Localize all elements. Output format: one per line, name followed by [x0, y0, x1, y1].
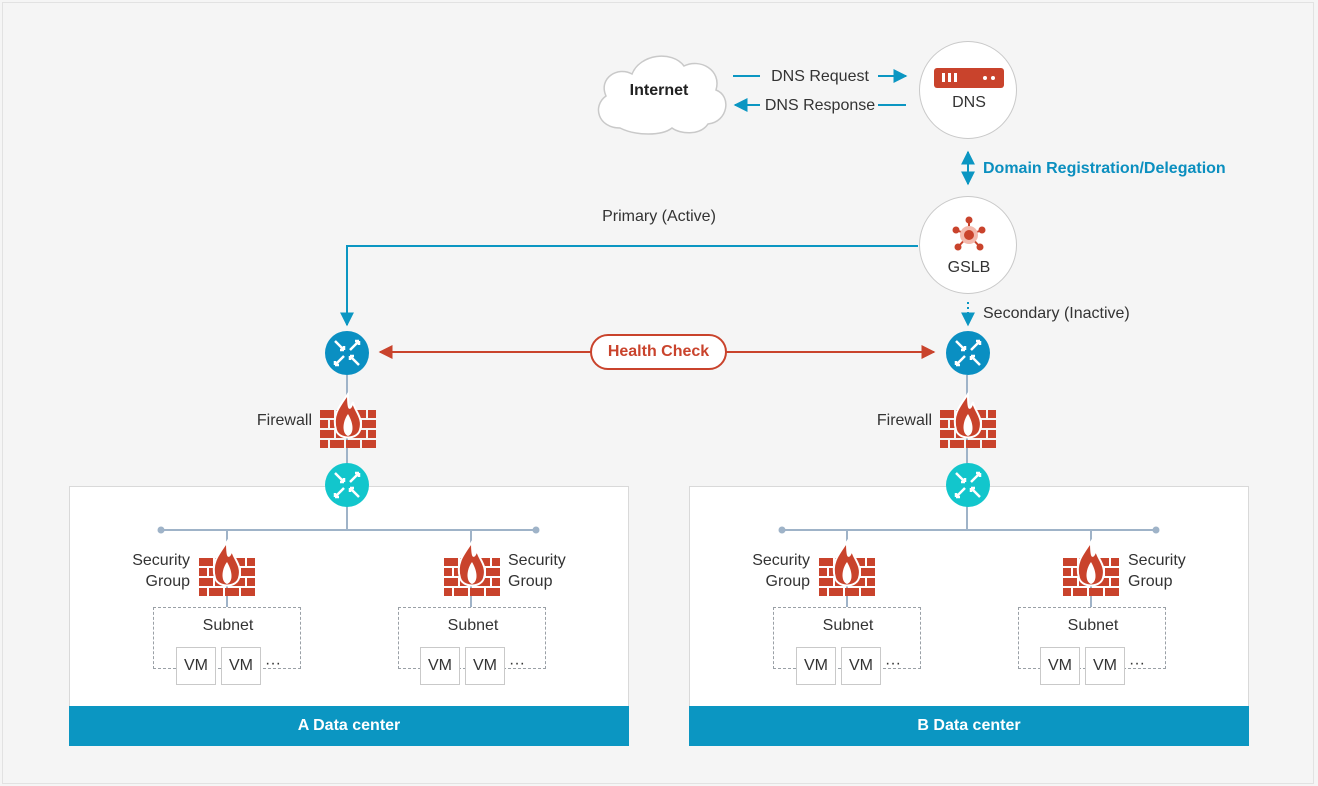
dns-response-label: DNS Response	[764, 97, 876, 114]
security-group-label: Security Group	[132, 552, 190, 590]
firewall-a-icon	[320, 390, 376, 448]
datacenter-b-title: B Data center	[689, 706, 1249, 746]
router-a-icon	[325, 331, 369, 375]
subnet-label: Subnet	[1067, 617, 1119, 634]
security-group-firewall-icon	[819, 538, 875, 596]
dns-label: DNS	[952, 94, 986, 111]
vm-box: VM	[176, 647, 216, 685]
vm-more: ···	[509, 655, 525, 672]
primary-path	[340, 245, 918, 327]
secondary-label: Secondary (Inactive)	[983, 305, 1130, 322]
subnet-label: Subnet	[822, 617, 874, 634]
security-group-firewall-icon	[1063, 538, 1119, 596]
subnet-label: Subnet	[447, 617, 499, 634]
vm-box: VM	[796, 647, 836, 685]
router-b-icon	[946, 331, 990, 375]
internet-label: Internet	[629, 82, 689, 99]
primary-label: Primary (Active)	[602, 208, 716, 225]
vm-box: VM	[1040, 647, 1080, 685]
health-check-badge: Health Check	[590, 334, 727, 370]
dns-server-icon	[934, 68, 1004, 88]
switch-a-icon	[325, 463, 369, 507]
firewall-b-icon	[940, 390, 996, 448]
gslb-label: GSLB	[947, 259, 991, 276]
vm-more: ···	[265, 655, 281, 672]
datacenter-a-title: A Data center	[69, 706, 629, 746]
security-group-label: Security Group	[752, 552, 810, 590]
vm-box: VM	[841, 647, 881, 685]
security-group-label: Security Group	[1128, 552, 1186, 590]
vm-box: VM	[465, 647, 505, 685]
firewall-a-label: Firewall	[256, 412, 312, 429]
vm-box: VM	[1085, 647, 1125, 685]
subnet-label: Subnet	[202, 617, 254, 634]
vm-box: VM	[221, 647, 261, 685]
security-group-firewall-icon	[199, 538, 255, 596]
vm-more: ···	[1129, 655, 1145, 672]
dns-request-label: DNS Request	[771, 68, 869, 85]
vm-box: VM	[420, 647, 460, 685]
switch-b-icon	[946, 463, 990, 507]
security-group-firewall-icon	[444, 538, 500, 596]
vm-more: ···	[885, 655, 901, 672]
security-group-label: Security Group	[508, 552, 566, 590]
dns-node: DNS	[919, 41, 1017, 139]
gslb-node: GSLB	[919, 196, 1017, 294]
gslb-icon	[952, 216, 986, 251]
firewall-b-label: Firewall	[876, 412, 932, 429]
delegation-label: Domain Registration/Delegation	[983, 160, 1226, 177]
